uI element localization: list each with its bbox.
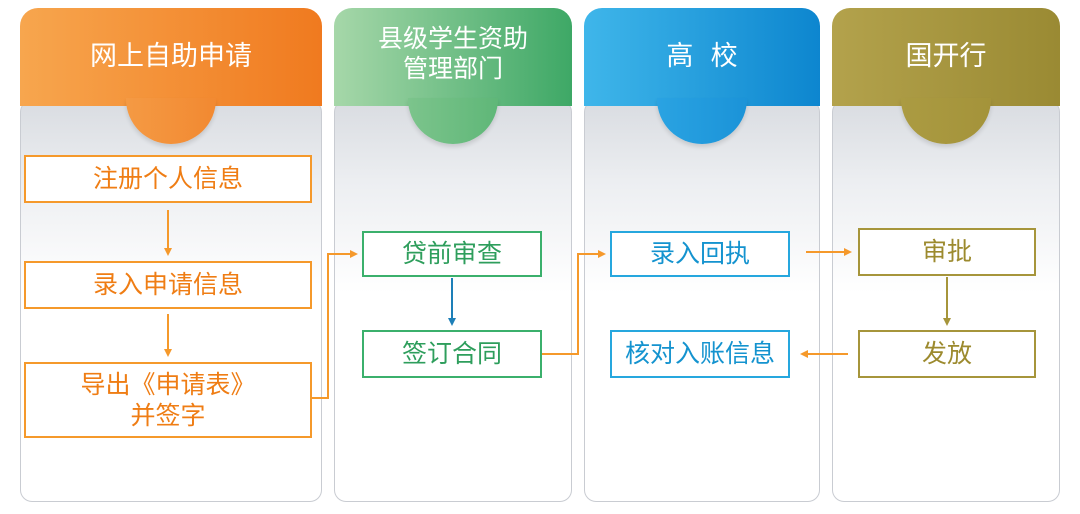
step-register: 注册个人信息 (24, 155, 312, 203)
column-header-online: 网上自助申请 (20, 8, 322, 106)
step-label: 发放 (921, 339, 972, 369)
step-disburse: 发放 (858, 330, 1036, 378)
step-enter-application: 录入申请信息 (24, 261, 312, 309)
step-label-line: 并签字 (130, 401, 206, 430)
column-panel (584, 100, 820, 502)
step-label: 注册个人信息 (92, 164, 243, 194)
step-sign-contract: 签订合同 (362, 330, 542, 378)
arrow-export-to-review (312, 250, 358, 399)
step-enter-receipt: 录入回执 (610, 231, 790, 277)
step-verify-account: 核对入账信息 (610, 330, 790, 378)
step-label: 核对入账信息 (624, 339, 775, 369)
step-label: 审批 (921, 237, 972, 267)
arrow-contract-to-receipt (542, 250, 606, 355)
column-title: 县级学生资助 管理部门 (378, 24, 528, 84)
column-university: 高 校 (584, 0, 820, 514)
column-title-line: 县级学生资助 (377, 24, 528, 53)
step-label: 签订合同 (401, 339, 502, 369)
column-header-county: 县级学生资助 管理部门 (334, 8, 572, 106)
step-export-sign: 导出《申请表》 并签字 (24, 362, 312, 438)
column-header-university: 高 校 (584, 8, 820, 106)
step-label: 录入回执 (649, 239, 750, 269)
column-title-line: 管理部门 (402, 54, 503, 83)
step-label: 贷前审查 (401, 239, 502, 269)
step-pre-loan-review: 贷前审查 (362, 231, 542, 277)
step-label: 录入申请信息 (92, 270, 243, 300)
column-header-cdb: 国开行 (832, 8, 1060, 106)
column-title: 国开行 (905, 40, 987, 72)
step-approve: 审批 (858, 228, 1036, 276)
column-title: 网上自助申请 (90, 40, 252, 72)
column-title: 高 校 (666, 40, 738, 72)
step-label: 导出《申请表》 并签字 (80, 369, 255, 432)
step-label-line: 导出《申请表》 (80, 369, 256, 399)
